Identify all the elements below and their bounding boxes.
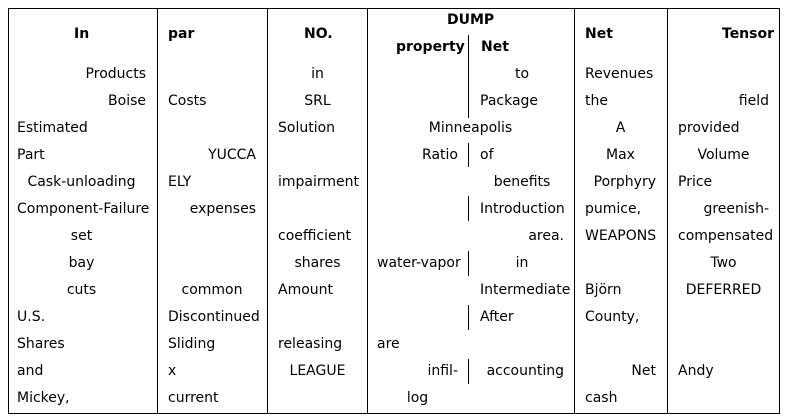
header-in: In <box>74 26 90 42</box>
table-cell: DEFERRED <box>685 282 762 298</box>
table-cell: Björn <box>585 282 622 298</box>
header-tensor: Tensor <box>722 26 775 42</box>
header-net: Net <box>585 26 613 42</box>
header-dump-property: property <box>396 39 465 55</box>
table-cell: in <box>311 66 324 82</box>
table-cell: infil- <box>427 363 458 379</box>
table-cell: are <box>377 336 400 352</box>
table-cell: Amount <box>278 282 334 298</box>
table-cell: compensated <box>678 228 774 244</box>
dump-subdivider <box>468 251 469 276</box>
table-cell: accounting <box>486 363 564 379</box>
table-cell: expenses <box>189 201 256 217</box>
table-cell: provided <box>678 120 740 136</box>
table-cell: A <box>615 120 626 136</box>
table-cell: common <box>181 282 243 298</box>
table-cell: area. <box>528 228 564 244</box>
table-cell: U.S. <box>17 309 46 325</box>
table-cell: shares <box>294 255 341 271</box>
table-cell: Solution <box>278 120 336 136</box>
column-divider <box>574 8 575 414</box>
border-bottom <box>8 413 780 414</box>
table-cell: Intermediate <box>480 282 571 298</box>
table-cell: LEAGUE <box>289 363 346 379</box>
table-cell: Cask-unloading <box>27 174 136 190</box>
table-cell: Introduction <box>480 201 565 217</box>
table-cell: bay <box>68 255 95 271</box>
column-divider <box>667 8 668 414</box>
table-cell: After <box>480 309 514 325</box>
table-cell: SRL <box>304 93 331 109</box>
table-cell: Porphyry <box>593 174 656 190</box>
header-dump-net: Net <box>481 39 509 55</box>
table-cell: Shares <box>17 336 65 352</box>
table-cell: x <box>168 363 177 379</box>
table-cell: Revenues <box>585 66 654 82</box>
table-cell: set <box>70 228 93 244</box>
border-right <box>779 8 780 414</box>
table-cell: Discontinued <box>168 309 260 325</box>
table-cell: Mickey, <box>17 390 70 406</box>
dump-subdivider <box>468 143 469 167</box>
table-cell: field <box>738 93 769 109</box>
column-divider <box>367 8 368 414</box>
header-par: par <box>168 26 195 42</box>
column-divider <box>157 8 158 414</box>
table-cell: greenish- <box>703 201 769 217</box>
table-cell: Ratio <box>422 147 458 163</box>
column-divider <box>267 8 268 414</box>
table-cell: releasing <box>278 336 343 352</box>
border-top <box>8 8 780 9</box>
table-cell: Package <box>480 93 539 109</box>
table-cell: Products <box>85 66 146 82</box>
table-cell: ELY <box>168 174 192 190</box>
table-cell: impairment <box>278 174 360 190</box>
table-cell: cuts <box>66 282 97 298</box>
table-cell: Max <box>606 147 635 163</box>
table-cell: Minneapolis <box>428 120 513 136</box>
table-cell: Costs <box>168 93 207 109</box>
table-cell: of <box>480 147 494 163</box>
border-left <box>8 8 9 414</box>
table-cell: water-vapor <box>377 255 461 271</box>
table-cell: Sliding <box>168 336 216 352</box>
table-cell: coefficient <box>278 228 351 244</box>
table-cell: pumice, <box>585 201 642 217</box>
table-cell: Andy <box>678 363 714 379</box>
table-cell: current <box>168 390 219 406</box>
table-cell: benefits <box>493 174 551 190</box>
table-cell: the <box>585 93 608 109</box>
dump-subdivider <box>468 196 469 221</box>
table-cell: to <box>514 66 530 82</box>
table-cell: Estimated <box>17 120 88 136</box>
table-cell: Volume <box>697 147 750 163</box>
table-cell: and <box>17 363 44 379</box>
table-cell: Price <box>678 174 713 190</box>
table-cell: Boise <box>108 93 146 109</box>
table-cell: WEAPONS <box>585 228 657 244</box>
table-cell: Part <box>17 147 45 163</box>
table-cell: cash <box>585 390 618 406</box>
header-no: NO. <box>304 26 333 42</box>
table-cell: Two <box>710 255 737 271</box>
header-dump: DUMP <box>447 12 495 28</box>
table-cell: log <box>406 390 429 406</box>
dump-subdivider <box>468 35 469 118</box>
table-cell: YUCCA <box>208 147 256 163</box>
dump-subdivider <box>468 359 469 384</box>
table-cell: County, <box>585 309 640 325</box>
table-cell: Net <box>631 363 656 379</box>
dump-subdivider <box>468 305 469 330</box>
table-cell: in <box>515 255 529 271</box>
table-cell: Component-Failure <box>17 201 150 217</box>
